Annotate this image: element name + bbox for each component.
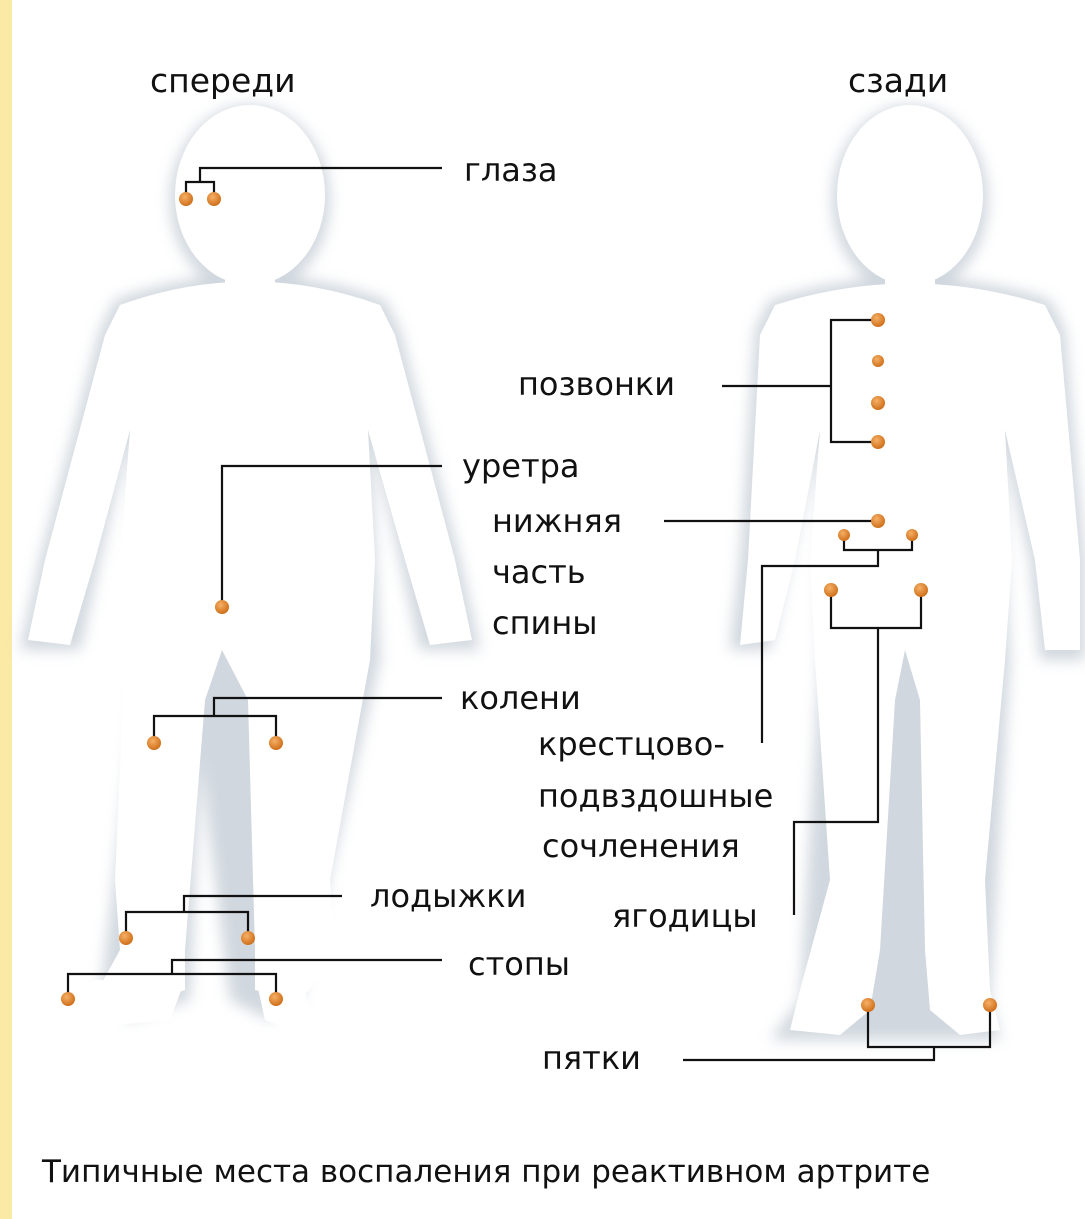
marker-urethra	[215, 600, 229, 614]
diagram-caption: Типичные места воспаления при реактивном…	[42, 1154, 930, 1190]
marker-ankle-left	[119, 931, 133, 945]
marker-ankle-right	[241, 931, 255, 945]
marker-buttock-left	[824, 583, 838, 597]
marker-heel-right	[983, 998, 997, 1012]
label-sacroiliac-line1: крестцово-	[538, 728, 725, 760]
marker-knee-right	[269, 736, 283, 750]
label-lower-back-line1: нижняя	[492, 505, 622, 537]
marker-lower-back	[871, 514, 885, 528]
label-sacroiliac-line3: сочленения	[542, 830, 740, 862]
label-knees: колени	[460, 682, 581, 714]
marker-eye-left	[179, 192, 193, 206]
marker-sacroiliac-left	[838, 529, 850, 541]
back-body-figure	[730, 105, 1085, 1040]
marker-eye-right	[207, 192, 221, 206]
front-heading: спереди	[150, 64, 296, 97]
heels-leader	[683, 1047, 934, 1060]
marker-buttock-right	[914, 583, 928, 597]
label-vertebrae: позвонки	[518, 368, 675, 400]
marker-foot-left	[61, 992, 75, 1006]
label-buttocks: ягодицы	[612, 900, 758, 932]
marker-vertebra-2	[872, 355, 884, 367]
marker-foot-right	[269, 992, 283, 1006]
marker-sacroiliac-right	[906, 529, 918, 541]
label-eyes: глаза	[464, 154, 558, 186]
label-lower-back-line2: часть	[492, 556, 586, 588]
label-feet: стопы	[468, 948, 570, 980]
marker-knee-left	[147, 736, 161, 750]
marker-heel-left	[861, 998, 875, 1012]
marker-vertebra-4	[871, 435, 885, 449]
label-heels: пятки	[542, 1042, 641, 1074]
marker-vertebra-1	[871, 313, 885, 327]
label-sacroiliac-line2: подвздошные	[538, 780, 773, 812]
label-urethra: уретра	[462, 450, 580, 482]
marker-vertebra-3	[871, 396, 885, 410]
label-lower-back-line3: спины	[492, 607, 598, 639]
label-ankles: лодыжки	[370, 880, 526, 912]
back-heading: сзади	[848, 64, 948, 97]
